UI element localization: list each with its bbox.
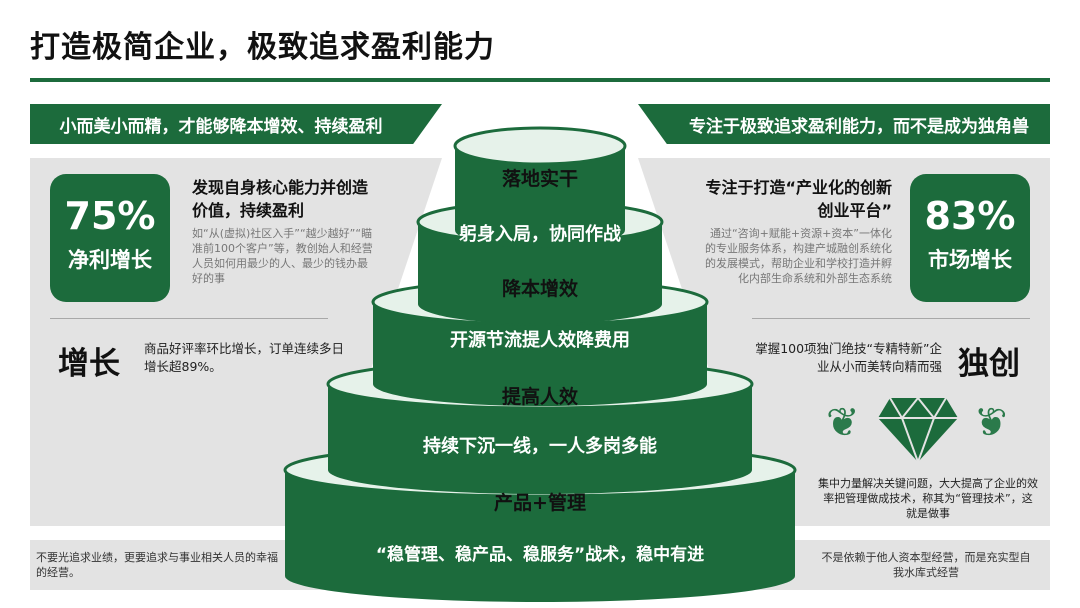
left-footer-text: 不要光追求业绩，更要追求与事业相关人员的幸福的经营。	[36, 551, 278, 579]
tier-side-text: 持续下沉一线，一人多岗多能	[423, 436, 657, 457]
right-banner-text: 专注于极致追求盈利能力，而不是成为独角兽	[689, 116, 1029, 137]
right-stat-box: 83% 市场增长	[910, 174, 1030, 302]
diamond-icon	[878, 396, 958, 465]
tier-title-text: 落地实干	[501, 168, 578, 190]
page-title: 打造极简企业，极致追求盈利能力	[30, 30, 495, 65]
left-stat-box: 75% 净利增长	[50, 174, 170, 302]
left-description: 如“从(虚拟)社区入手”“越少越好”“瞄准前100个客户”等，教创始人和经营人员…	[192, 227, 373, 285]
right-banner: 专注于极致追求盈利能力，而不是成为独角兽	[638, 104, 1050, 144]
left-banner: 小而美小而精，才能够降本增效、持续盈利	[30, 104, 442, 144]
left-divider	[50, 318, 328, 319]
title-divider	[30, 78, 1050, 82]
left-big-word: 增长	[58, 346, 120, 382]
right-diamond-text: 集中力量解决关键问题，大大提高了企业的效率把管理做成技术，称其为“管理技术”，这…	[818, 477, 1038, 520]
right-divider	[752, 318, 1030, 319]
tier-title-text: 提高人效	[501, 386, 578, 408]
right-heading: 专注于打造“产业化的创新创业平台”	[705, 178, 892, 220]
right-unique-text: 掌握100项独门绝技“专精特新”企业从小而美转向精而强	[755, 341, 942, 374]
left-stat-label: 净利增长	[68, 248, 152, 272]
tier-side-text: “稳管理、稳产品、稳服务”战术，稳中有进	[375, 545, 705, 565]
left-growth-text: 商品好评率环比增长，订单连续多日增长超89%。	[144, 341, 345, 374]
right-footer: 不是依赖于他人资本型经营，而是充实型自我水库式经营	[748, 540, 1050, 590]
tier-side-text: 躬身入局，协同作战	[459, 224, 621, 245]
tier-title-text: 降本增效	[501, 278, 578, 300]
laurel-left-icon: ❦	[826, 400, 860, 446]
left-banner-text: 小而美小而精，才能够降本增效、持续盈利	[59, 116, 383, 137]
tier-side-text: 开源节流提人效降费用	[450, 330, 630, 351]
cylinder-top-0	[453, 126, 627, 166]
left-heading: 发现自身核心能力并创造价值，持续盈利	[192, 178, 369, 220]
left-footer: 不要光追求业绩，更要追求与事业相关人员的幸福的经营。	[30, 540, 332, 590]
right-stat-label: 市场增长	[928, 248, 1012, 272]
tier-title-text: 产品+管理	[494, 492, 586, 514]
right-stat-value: 83%	[924, 194, 1016, 238]
right-description: 通过“咨询+赋能+资源+资本”一体化的专业服务体系，构建产城融创系统化的发展模式…	[705, 227, 892, 285]
right-footer-text: 不是依赖于他人资本型经营，而是充实型自我水库式经营	[821, 551, 1031, 579]
left-stat-value: 75%	[64, 194, 156, 238]
right-big-word: 独创	[958, 346, 1020, 382]
